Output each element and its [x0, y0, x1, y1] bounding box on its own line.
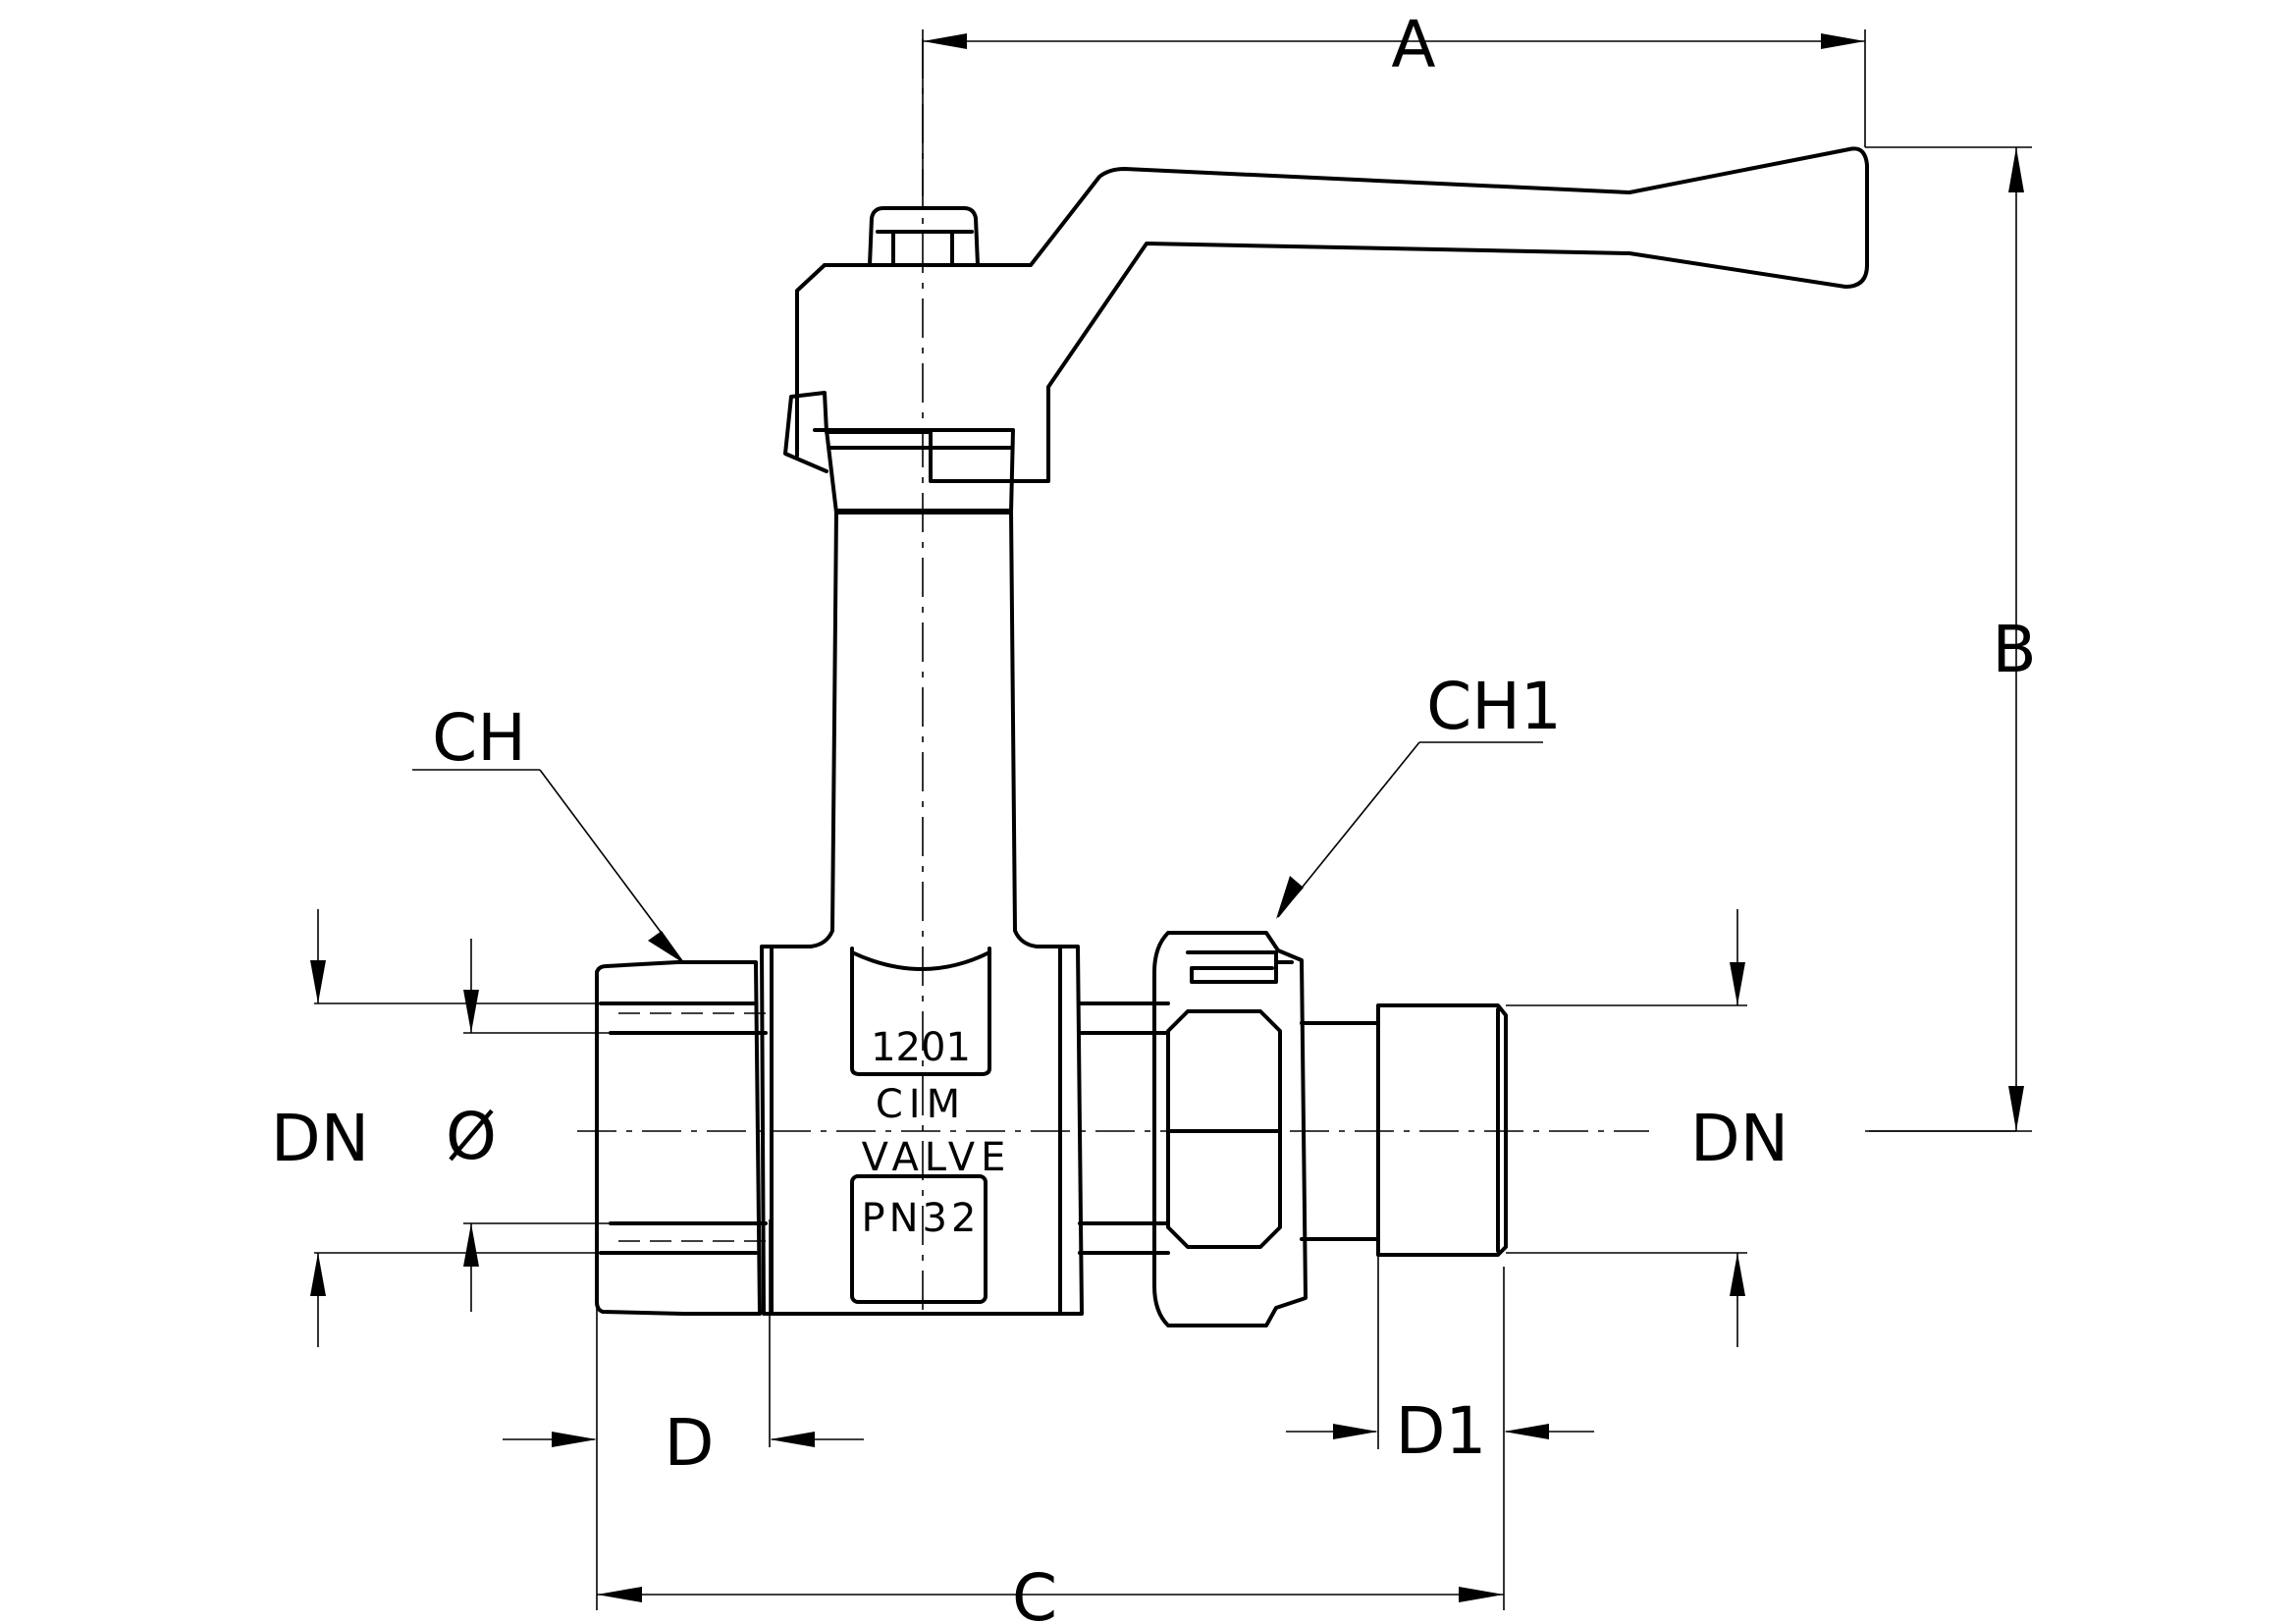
dimension-diameter: [463, 939, 766, 1312]
marking-model: 1201: [871, 1025, 971, 1070]
label-diameter: Ø: [446, 1099, 497, 1174]
marking-pressure: PN32: [862, 1196, 981, 1241]
marking-valve: VALVE: [862, 1135, 1012, 1180]
label-c: C: [1012, 1560, 1057, 1624]
left-end-nut: [595, 960, 768, 1316]
dimension-d: [503, 1219, 864, 1447]
marking-brand: CIM: [876, 1082, 966, 1127]
leader-ch: [412, 769, 685, 964]
dimension-a: [922, 29, 1866, 196]
label-d: D: [665, 1405, 715, 1481]
valve-body: [760, 509, 1170, 1316]
label-ch1: CH1: [1426, 669, 1562, 744]
dimension-dn-right: [1506, 909, 2016, 1347]
stem-nut: [868, 206, 980, 267]
label-a: A: [1391, 7, 1435, 82]
dimension-c: [596, 1237, 1505, 1610]
label-dn-left: DN: [271, 1101, 369, 1176]
valve-stem: [825, 428, 1015, 514]
left-thread-hidden-lines: [618, 1012, 766, 1242]
handle: [783, 146, 1869, 483]
leader-ch1: [1276, 741, 1543, 919]
label-b: B: [1992, 612, 2036, 687]
union-nut: [1152, 931, 1308, 1327]
dimension-dn-left: [310, 909, 597, 1347]
label-d1: D1: [1396, 1393, 1487, 1469]
label-dn-right: DN: [1690, 1101, 1789, 1176]
right-male-thread: [1300, 1003, 1508, 1257]
label-ch: CH: [432, 700, 526, 776]
dimension-d1: [1286, 1253, 1594, 1449]
